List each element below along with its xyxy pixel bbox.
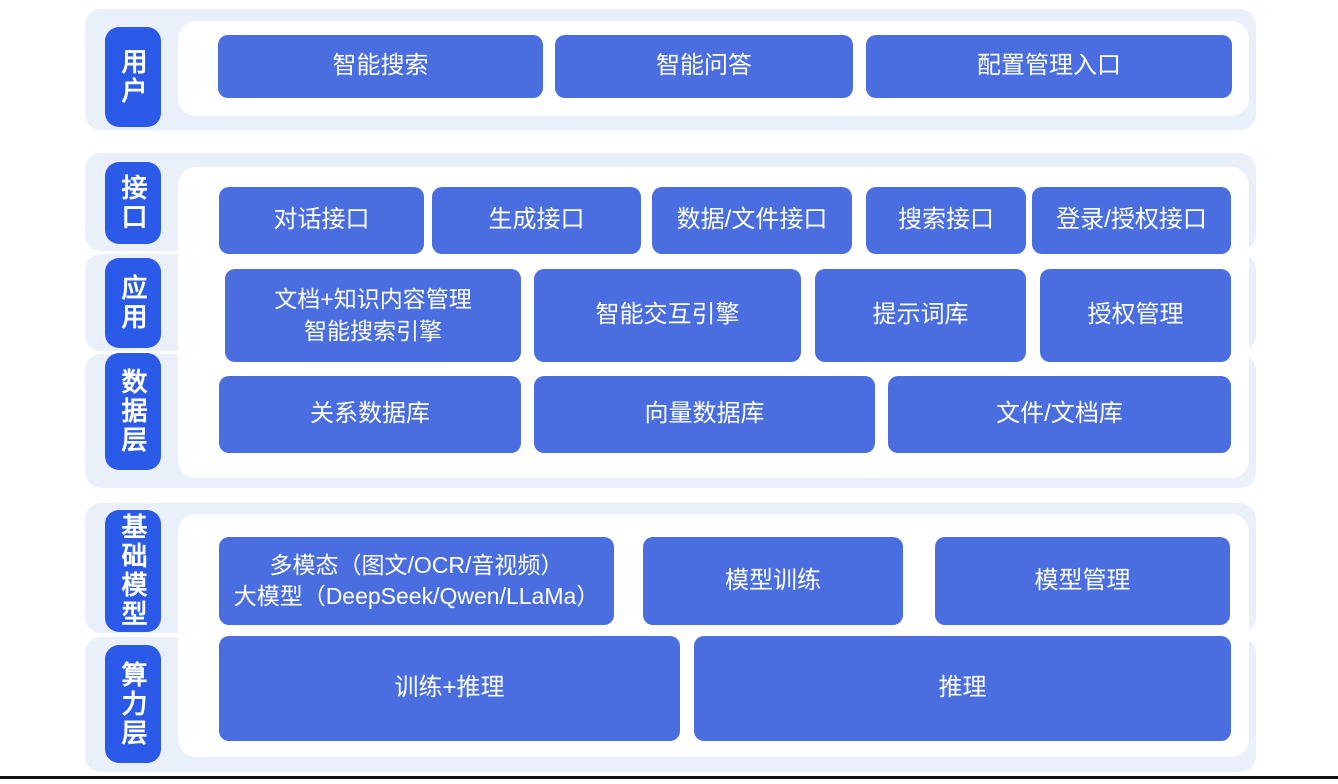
node-prompt-library: 提示词库 [815,269,1026,362]
layer-label-data: 数据层 [105,353,161,470]
layer-label-foundation: 基础模型 [105,510,161,632]
node-intelligent-qa: 智能问答 [555,35,853,98]
node-training-plus-inference: 训练+推理 [219,636,680,741]
node-file-document-store: 文件/文档库 [888,376,1231,453]
node-search-interface: 搜索接口 [866,187,1026,254]
node-relational-database: 关系数据库 [219,376,521,453]
layer-label-user: 用户 [105,27,161,127]
node-data-file-interface: 数据/文件接口 [652,187,852,254]
layer-label-interface: 接口 [105,162,161,244]
node-inference: 推理 [694,636,1231,741]
node-vector-database: 向量数据库 [534,376,875,453]
node-model-training: 模型训练 [643,537,903,625]
node-authorization-management: 授权管理 [1040,269,1231,362]
layer-label-compute: 算力层 [105,645,161,763]
bottom-rule [0,776,1338,779]
node-config-management-entry: 配置管理入口 [866,35,1232,98]
node-login-auth-interface: 登录/授权接口 [1032,187,1231,254]
node-multimodal-large-model: 多模态（图文/OCR/音视频） 大模型（DeepSeek/Qwen/LLaMa） [219,537,614,625]
node-intelligent-interaction-engine: 智能交互引擎 [534,269,801,362]
layer-label-compute-text: 算力层 [118,660,148,748]
node-intelligent-search: 智能搜索 [218,35,543,98]
node-model-management: 模型管理 [935,537,1230,625]
node-generation-interface: 生成接口 [432,187,641,254]
node-doc-knowledge-management: 文档+知识内容管理 智能搜索引擎 [225,269,521,362]
layer-label-user-text: 用户 [118,48,148,106]
layer-label-foundation-text: 基础模型 [118,513,148,629]
node-dialog-interface: 对话接口 [219,187,424,254]
layer-label-application: 应用 [105,258,161,348]
layer-label-data-text: 数据层 [118,368,148,455]
layer-label-interface-text: 接口 [118,174,148,232]
layer-label-application-text: 应用 [118,274,148,332]
